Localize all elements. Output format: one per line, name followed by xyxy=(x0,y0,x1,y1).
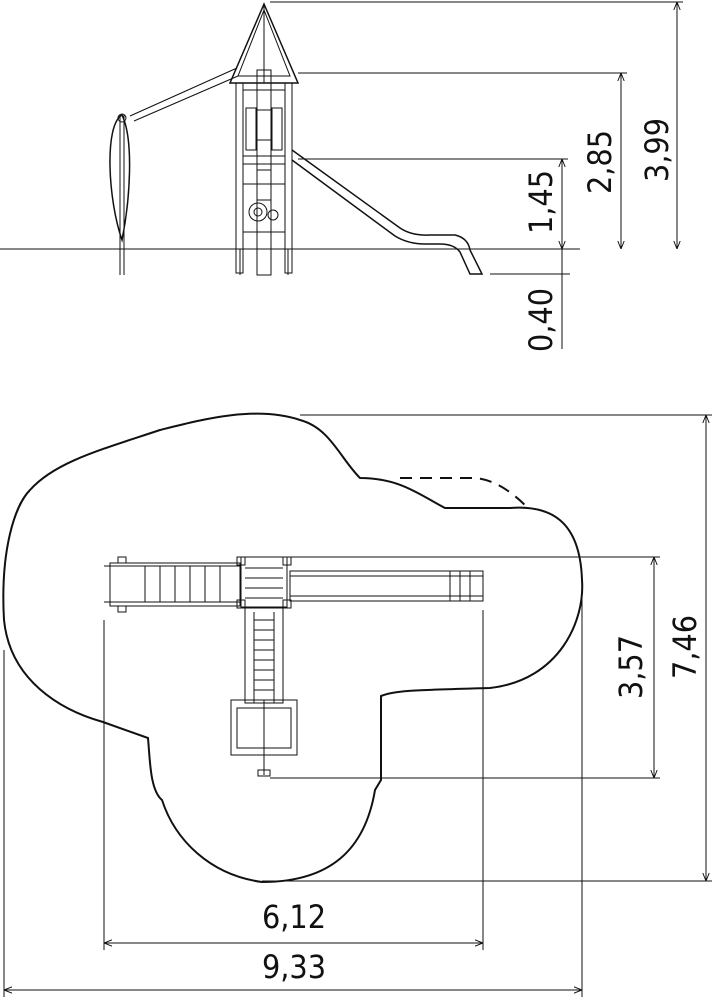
plan-dimensions: 3,57 7,46 6,12 9,33 xyxy=(3,414,712,997)
dim-width-inner: 6,12 xyxy=(262,898,326,936)
safety-zone-outline xyxy=(2,412,584,884)
tower xyxy=(228,2,300,276)
elevation-dimensions: 3,99 2,85 1,45 0,40 xyxy=(270,1,683,352)
plan-view: 3,57 7,46 6,12 9,33 xyxy=(2,412,712,997)
gear-icon xyxy=(248,202,268,222)
slide xyxy=(291,149,484,275)
dim-depth-safety: 7,46 xyxy=(666,615,704,679)
equipment-plan xyxy=(104,556,484,777)
dim-foundation-depth: 0,40 xyxy=(522,288,560,352)
dim-depth-inner: 3,57 xyxy=(612,635,650,699)
side-sail xyxy=(109,67,239,275)
elevation-view: 3,99 2,85 1,45 0,40 xyxy=(0,1,683,352)
dim-total-height: 3,99 xyxy=(638,118,676,182)
dim-slide-height: 1,45 xyxy=(522,170,560,234)
dim-width-safety: 9,33 xyxy=(262,948,326,986)
dim-platform-height: 2,85 xyxy=(581,130,619,194)
safety-zone-dashed xyxy=(400,477,531,511)
